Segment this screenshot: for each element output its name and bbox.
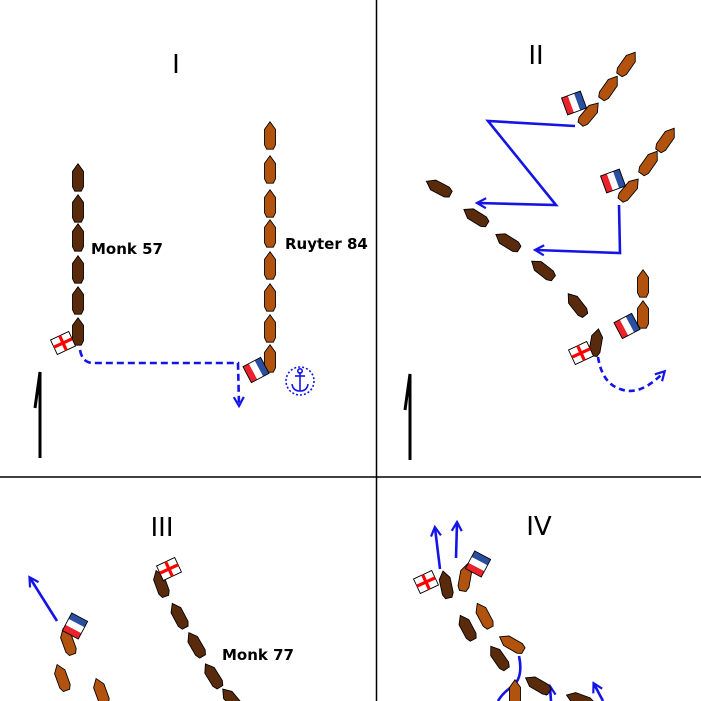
- dutch-flagship-flag-icon: [61, 612, 89, 640]
- english-ship: [522, 672, 553, 697]
- dutch-flagship-flag-icon: [560, 90, 588, 116]
- english-ship: [564, 689, 595, 701]
- dutch-ship: [636, 300, 650, 329]
- english-ship: [71, 286, 85, 315]
- english-ship: [460, 204, 491, 230]
- wind-direction-icon: [403, 373, 412, 460]
- panel-numeral-4: IV: [526, 512, 552, 542]
- english-ship: [423, 175, 454, 200]
- panel-numeral-2: II: [528, 41, 543, 71]
- panel-numeral-3: III: [150, 513, 173, 543]
- dutch-flagship-flag-icon: [242, 356, 270, 384]
- english-flagship-flag-icon: [567, 340, 595, 366]
- dutch-ship: [653, 124, 680, 155]
- english-ship: [71, 317, 85, 346]
- dutch-ship: [508, 679, 522, 701]
- english-flagship-flag-icon: [412, 569, 440, 595]
- english-flags: [49, 330, 595, 595]
- english-ship: [183, 629, 208, 660]
- dutch-flagship-flag-icon: [613, 312, 641, 340]
- english-ship: [200, 660, 226, 691]
- dutch-ship: [636, 147, 663, 178]
- movement-arrow: [596, 356, 664, 393]
- dutch-ship: [263, 219, 277, 248]
- english-ship: [527, 256, 558, 284]
- english-ship: [563, 289, 591, 320]
- english-flagship-flag-icon: [49, 330, 77, 356]
- dutch-ship: [636, 269, 650, 298]
- dutch-ship: [263, 155, 277, 184]
- dutch-flags: [61, 90, 641, 640]
- fleet-label-ruyter-84: Ruyter 84: [285, 235, 368, 253]
- dutch-ship: [263, 251, 277, 280]
- movement-arrow: [478, 119, 576, 205]
- english-ship: [492, 229, 523, 255]
- dutch-ship: [263, 283, 277, 312]
- dutch-fleet: [51, 48, 680, 701]
- movement-arrow: [435, 528, 440, 570]
- english-flagship-flag-icon: [155, 556, 183, 582]
- movement-arrow: [30, 578, 59, 622]
- dutch-ship: [263, 121, 277, 150]
- english-ship: [454, 612, 479, 643]
- dutch-ship: [263, 189, 277, 218]
- dutch-ship: [263, 314, 277, 343]
- english-ship: [437, 569, 455, 600]
- movement-arrow: [78, 349, 239, 405]
- dutch-ship: [51, 662, 73, 693]
- english-ship: [218, 684, 246, 701]
- dutch-ship: [90, 676, 112, 701]
- dutch-flagship-flag-icon: [464, 550, 492, 578]
- fleet-label-monk-77: Monk 77: [222, 646, 294, 664]
- dutch-ship: [596, 72, 623, 103]
- movement-arrows: [30, 119, 664, 701]
- dutch-flagship-flag-icon: [599, 168, 627, 194]
- panel-numeral-1: I: [172, 50, 180, 80]
- english-ship: [71, 194, 85, 223]
- english-ship: [71, 163, 85, 192]
- dutch-ship: [614, 48, 641, 79]
- english-ship: [166, 600, 191, 631]
- wind-direction-icon: [33, 371, 42, 458]
- movement-arrow: [594, 684, 605, 701]
- english-ship: [71, 255, 85, 284]
- movement-arrow: [456, 523, 457, 559]
- movement-arrow: [536, 204, 622, 253]
- english-ship: [71, 223, 85, 252]
- fleet-label-monk-57: Monk 57: [91, 240, 163, 258]
- dutch-ship: [471, 600, 496, 631]
- anchor-icon: [285, 366, 315, 396]
